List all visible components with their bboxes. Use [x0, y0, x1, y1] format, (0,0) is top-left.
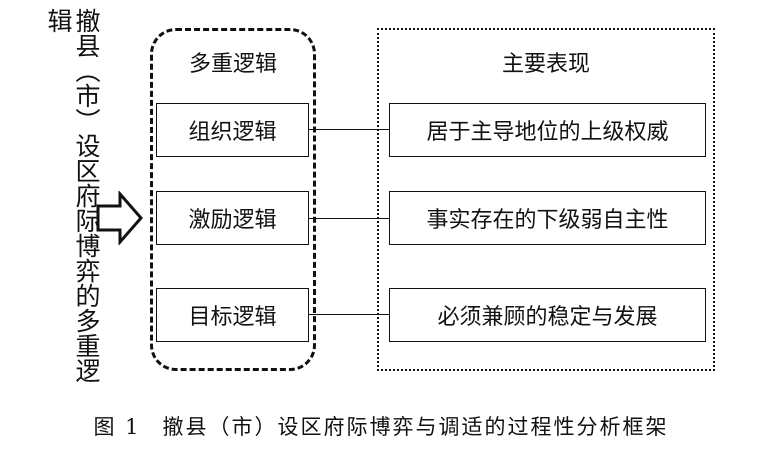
- logic-column-heading: 多重逻辑: [188, 52, 277, 77]
- figure-caption: 图 1 撤县（市）设区府际博弈与调适的过程性分析框架: [0, 410, 762, 444]
- connector-line: [309, 129, 389, 130]
- figure-label: 图 1: [93, 415, 141, 439]
- right-arrow-icon: [96, 191, 143, 245]
- manifestation-column-heading: 主要表现: [501, 52, 590, 77]
- manifestation-group-frame: [377, 28, 715, 371]
- figure-caption-text: 撤县（市）设区府际博弈与调适的过程性分析框架: [162, 415, 669, 439]
- logic-box-incentive: 激励逻辑: [156, 191, 309, 245]
- manifestation-box-stability: 必须兼顾的稳定与发展: [389, 288, 706, 342]
- logic-group-frame: [150, 28, 316, 371]
- connector-line: [309, 314, 389, 315]
- diagram-vertical-title: 撤县（市）设区府际博弈的多重逻辑: [44, 8, 101, 383]
- manifestation-box-autonomy: 事实存在的下级弱自主性: [389, 191, 706, 245]
- connector-line: [309, 218, 389, 219]
- logic-box-organization: 组织逻辑: [156, 103, 309, 157]
- logic-box-goal: 目标逻辑: [156, 288, 309, 342]
- manifestation-box-authority: 居于主导地位的上级权威: [389, 103, 706, 157]
